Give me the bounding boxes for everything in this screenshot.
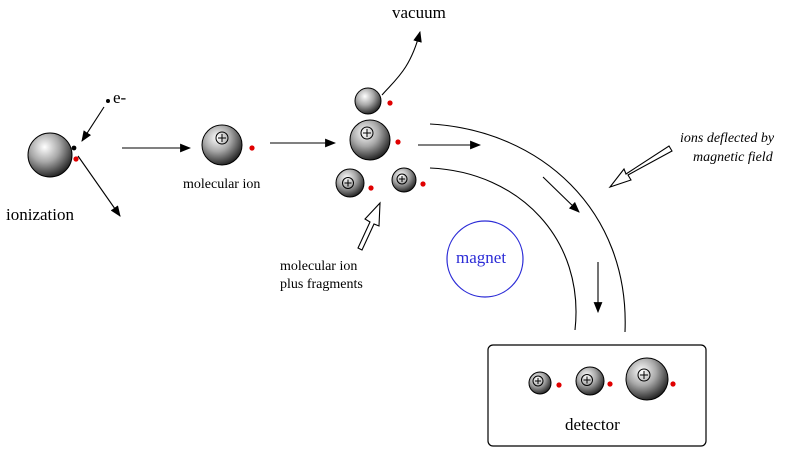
vacuum-label: vacuum bbox=[392, 3, 446, 22]
detected-ion-large bbox=[625, 357, 669, 401]
molecular-ion-sphere-2 bbox=[349, 119, 391, 161]
neutral-molecule bbox=[27, 132, 73, 178]
electron-label: e- bbox=[113, 88, 127, 107]
arrows bbox=[77, 30, 603, 314]
positive-charge-icons bbox=[215, 126, 651, 387]
fragments-label-line2: plus fragments bbox=[280, 277, 363, 292]
neutral-fragment bbox=[354, 87, 382, 115]
ionization-label: ionization bbox=[6, 205, 74, 224]
molecular-ion-sphere bbox=[201, 124, 243, 166]
detector-label: detector bbox=[565, 415, 620, 434]
fragments-label-line1: molecular ion bbox=[280, 259, 358, 274]
detector-box bbox=[487, 344, 707, 447]
electron-source-dot bbox=[106, 99, 110, 103]
molecular-ion-label: molecular ion bbox=[183, 177, 261, 192]
detected-ion-medium bbox=[575, 366, 605, 396]
magnet-circle bbox=[446, 220, 524, 298]
magnet-label: magnet bbox=[456, 248, 507, 267]
detected-ion-small bbox=[528, 371, 552, 395]
deflection-label-line2: magnetic field bbox=[693, 150, 773, 165]
hollow-arrows bbox=[357, 145, 673, 251]
deflection-label-line1: ions deflected by bbox=[680, 131, 775, 146]
flight-tube-arcs bbox=[429, 123, 626, 333]
radical-dots bbox=[73, 100, 676, 388]
fragment-ion-small bbox=[391, 167, 417, 193]
electron-dot bbox=[71, 145, 77, 151]
